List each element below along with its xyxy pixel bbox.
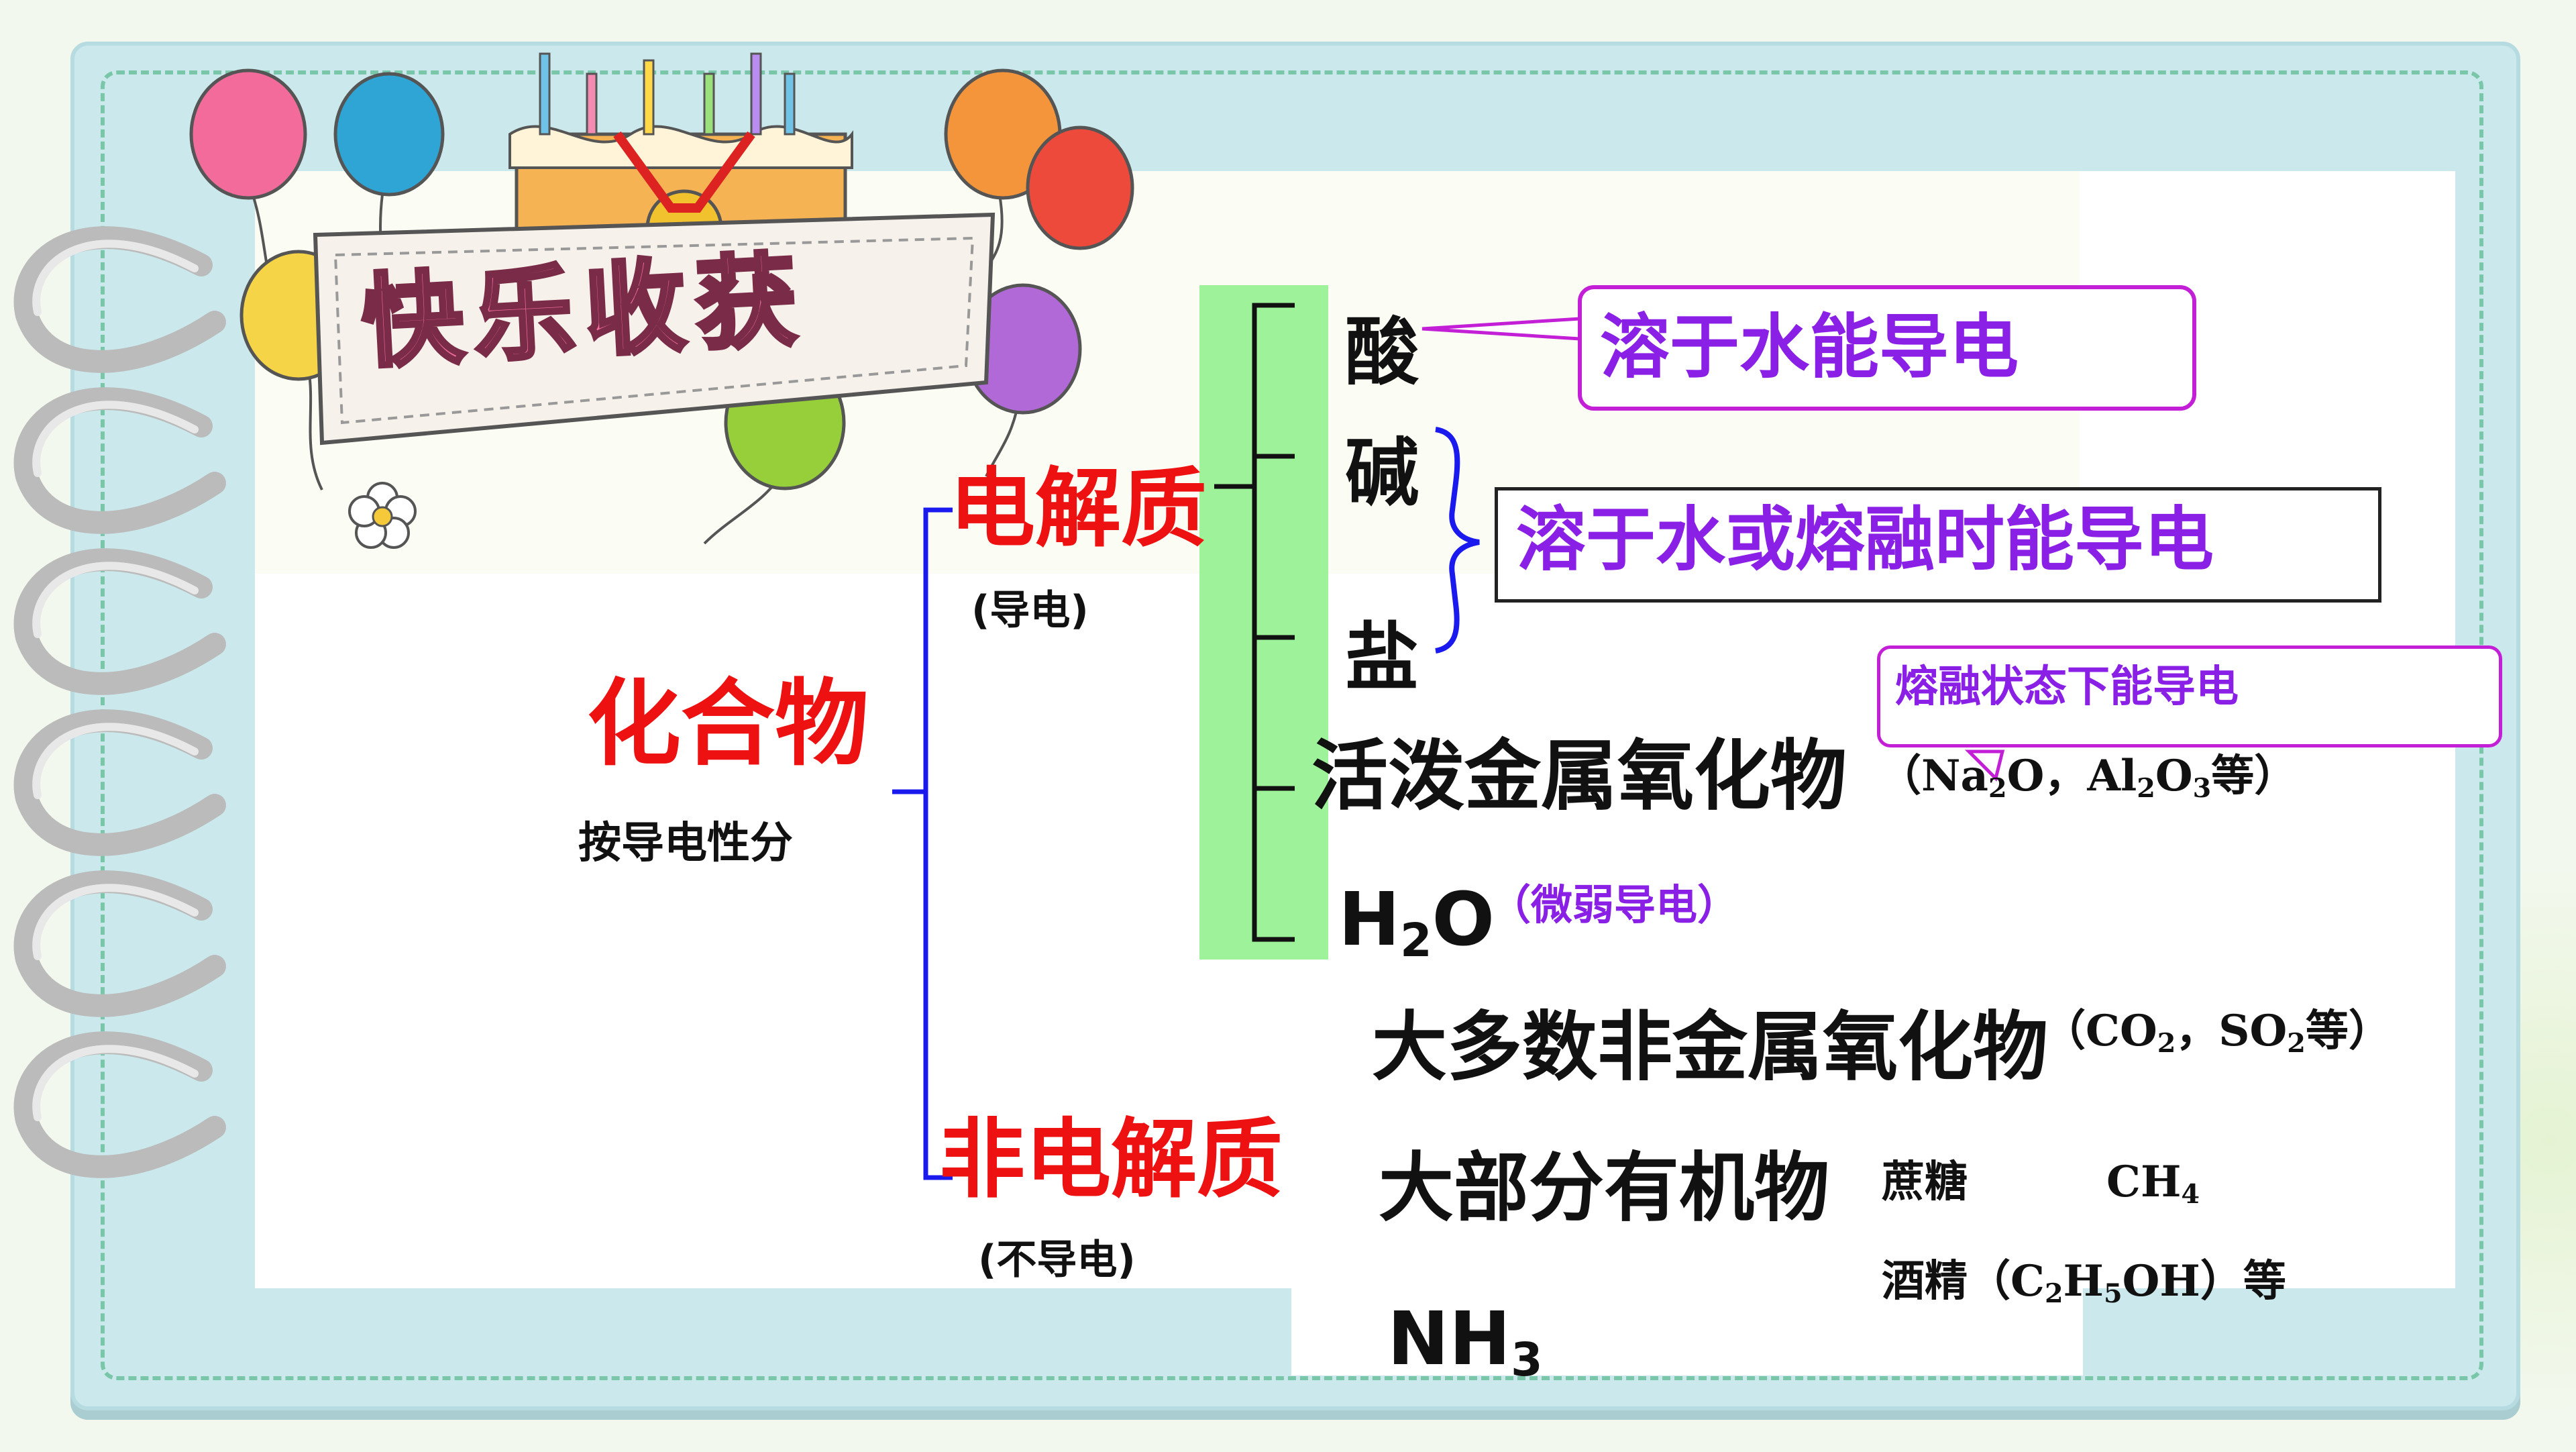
electrolyte-label: 电解质: [949, 459, 1208, 559]
non-electrolyte-nonmetal-oxide: 大多数非金属氧化物: [1372, 1004, 2048, 1091]
base-salt-brace: [1435, 427, 1480, 654]
acid-note: 溶于水能导电: [1600, 306, 2019, 388]
electrolyte-salt: 盐: [1345, 615, 1419, 701]
non-electrolyte-ammonia: NH3: [1387, 1296, 1543, 1388]
balloon-red-striped-icon: [1026, 125, 1134, 250]
electrolyte-water: H2O: [1338, 876, 1495, 968]
balloon-pink-icon: [189, 68, 307, 200]
non-electrolyte-organics: 大部分有机物: [1379, 1145, 1829, 1232]
electrolyte-base: 碱: [1345, 430, 1419, 516]
oxide-callout-box: [1877, 645, 2502, 747]
non-electrolyte-panel: [1291, 1037, 2083, 1376]
root-note: 按导电性分: [578, 819, 793, 868]
oxide-example: （Na2O，Al2O3等）: [1878, 751, 2298, 804]
flower-icon: [348, 482, 417, 549]
notebook-spiral: [0, 0, 255, 1449]
organics-example-methane: CH4: [2106, 1157, 2200, 1210]
non-electrolyte-note: (不导电): [978, 1237, 1136, 1284]
oxide-callout-pointer: [1964, 749, 2005, 782]
acid-callout-pointer: [1421, 317, 1582, 341]
organics-example-sucrose: 蔗糖: [1882, 1157, 1968, 1207]
electrolyte-acid: 酸: [1345, 309, 1419, 395]
nonmetal-oxide-example: （CO2，SO2等）: [2043, 1006, 2392, 1059]
balloon-blue-icon: [333, 72, 445, 197]
acid-callout-box: [1578, 285, 2196, 411]
water-note: （微弱导电）: [1489, 880, 1739, 929]
non-electrolyte-label: 非电解质: [939, 1110, 1283, 1210]
base-salt-note: 溶于水或熔融时能导电: [1516, 499, 2214, 580]
electrolyte-metal-oxide: 活泼金属氧化物: [1311, 731, 1847, 821]
organics-example-ethanol: 酒精（C2H5OH）等: [1882, 1256, 2286, 1309]
banner-ribbon: [313, 212, 996, 446]
root-label: 化合物: [587, 670, 869, 779]
oxide-note: 熔融状态下能导电: [1895, 662, 2239, 712]
base-salt-callout-box: [1495, 487, 2381, 603]
electrolyte-highlight: [1199, 285, 1328, 960]
banner-decoration: [174, 34, 1154, 557]
electrolyte-note: (导电): [971, 587, 1089, 634]
